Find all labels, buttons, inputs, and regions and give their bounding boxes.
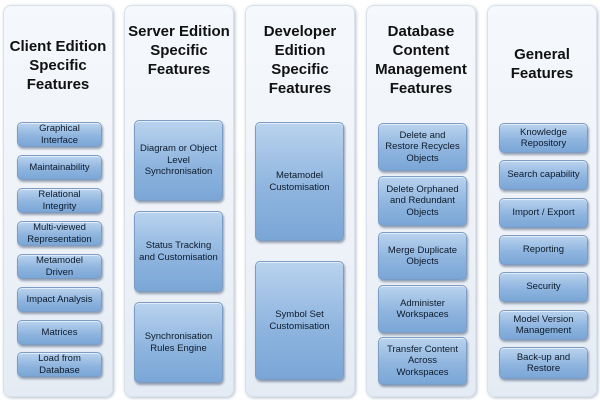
feature-knowledge-repository: Knowledge Repository bbox=[499, 123, 588, 153]
feature-model-version-management: Model Version Management bbox=[499, 310, 588, 340]
feature-security: Security bbox=[499, 272, 588, 302]
feature-delete-restore-recycles: Delete and Restore Recycles Objects bbox=[378, 123, 467, 171]
feature-symbol-set-customisation: Symbol Set Customisation bbox=[255, 261, 344, 380]
feature-multi-viewed-representation: Multi-viewed Representation bbox=[17, 221, 102, 246]
feature-search-capability: Search capability bbox=[499, 160, 588, 190]
feature-backup-restore: Back-up and Restore bbox=[499, 347, 588, 379]
feature-load-from-database: Load from Database bbox=[17, 352, 102, 377]
column-title-client-edition: Client Edition Specific Features bbox=[9, 38, 107, 93]
column-title-server-edition: Server Edition Specific Features bbox=[128, 23, 230, 78]
column-general-features: General Features Knowledge Repository Se… bbox=[487, 5, 597, 397]
feature-relational-integrity: Relational Integrity bbox=[17, 188, 102, 213]
column-server-edition: Server Edition Specific Features Diagram… bbox=[124, 5, 234, 397]
feature-metamodel-driven: Metamodel Driven bbox=[17, 254, 102, 279]
feature-diagram-object-synchronisation: Diagram or Object Level Synchronisation bbox=[134, 120, 223, 201]
feature-administer-workspaces: Administer Workspaces bbox=[378, 285, 467, 333]
feature-import-export: Import / Export bbox=[499, 198, 588, 228]
feature-graphical-interface: Graphical Interface bbox=[17, 122, 102, 147]
column-title-database-content-management: Database Content Management Features bbox=[375, 23, 467, 97]
feature-delete-orphaned-redundant: Delete Orphaned and Redundant Objects bbox=[378, 176, 467, 226]
feature-transfer-content-across-workspaces: Transfer Content Across Workspaces bbox=[378, 337, 467, 385]
feature-metamodel-customisation: Metamodel Customisation bbox=[255, 122, 344, 241]
feature-impact-analysis: Impact Analysis bbox=[17, 287, 102, 312]
column-developer-edition: Developer Edition Specific Features Meta… bbox=[245, 5, 355, 397]
column-title-developer-edition: Developer Edition Specific Features bbox=[263, 23, 337, 97]
column-title-general-features: General Features bbox=[510, 46, 574, 82]
feature-maintainability: Maintainability bbox=[17, 155, 102, 180]
feature-reporting: Reporting bbox=[499, 235, 588, 265]
feature-status-tracking: Status Tracking and Customisation bbox=[134, 211, 223, 292]
column-client-edition: Client Edition Specific Features Graphic… bbox=[3, 5, 113, 397]
feature-synchronisation-rules-engine: Synchronisation Rules Engine bbox=[134, 302, 223, 383]
column-database-content-management: Database Content Management Features Del… bbox=[366, 5, 476, 397]
feature-matrices: Matrices bbox=[17, 320, 102, 345]
feature-merge-duplicate-objects: Merge Duplicate Objects bbox=[378, 232, 467, 280]
